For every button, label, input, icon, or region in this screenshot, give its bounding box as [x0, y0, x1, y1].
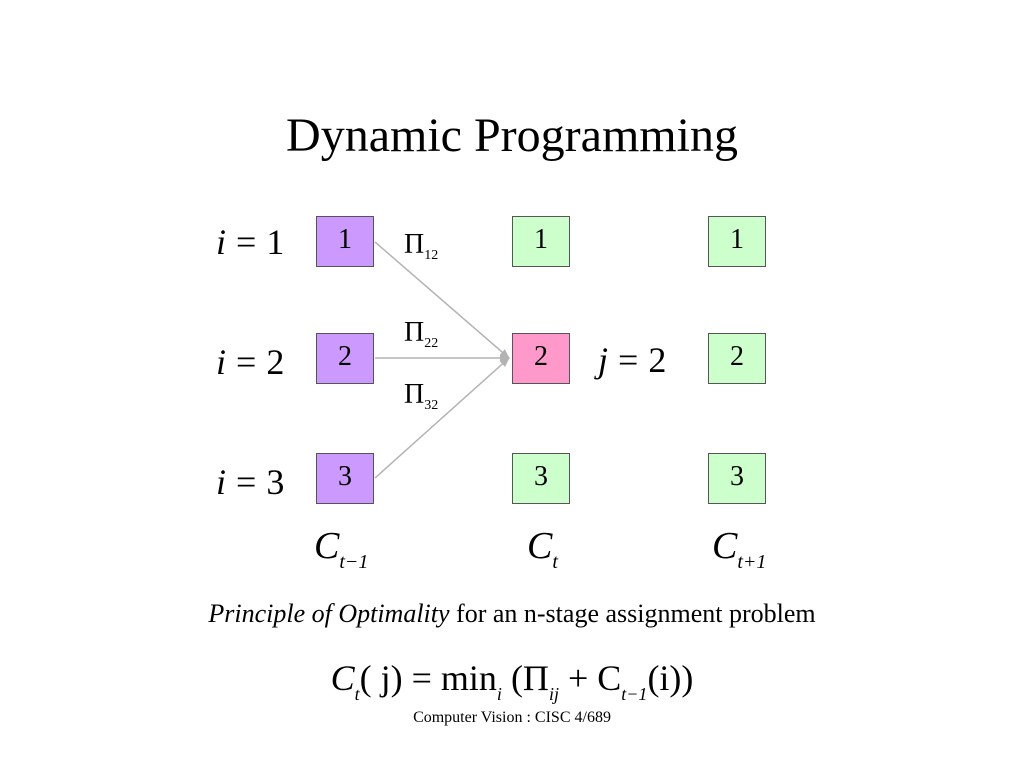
node-current-1: 1 — [512, 216, 570, 267]
transition-label-22: Π22 — [404, 318, 438, 359]
pi-subscript: 12 — [424, 248, 439, 263]
formula-c-sub: t−1 — [621, 684, 648, 704]
node-prev-2: 2 — [316, 333, 374, 384]
node-prev-1: 1 — [316, 216, 374, 267]
formula-plus: + C — [558, 658, 622, 698]
pi-subscript: 32 — [424, 398, 439, 413]
pi-symbol: Π — [404, 317, 425, 348]
stage-subscript: t+1 — [737, 551, 767, 573]
pi-symbol: Π — [404, 379, 425, 410]
stage-subscript: t — [552, 551, 558, 573]
row-var: i — [216, 342, 227, 382]
edge-3-to-2 — [374, 357, 510, 479]
pi-subscript: 22 — [424, 336, 439, 351]
edge-1-to-2 — [374, 241, 510, 359]
equals-sign: = — [236, 462, 257, 502]
node-prev-3: 3 — [316, 453, 374, 504]
formula-lhs-arg: ( j) = min — [359, 658, 497, 698]
subtitle-emphasis: Principle of Optimality — [208, 599, 450, 628]
row-label-1: i=1 — [216, 222, 284, 262]
row-var: i — [216, 222, 227, 262]
formula-open: (Π — [501, 658, 549, 698]
node-next-2: 2 — [708, 333, 766, 384]
stage-label-next: Ct+1 — [712, 526, 766, 582]
row-value: 3 — [266, 462, 285, 502]
formula-lhs-sub: t — [354, 684, 360, 704]
formula-min-sub: i — [496, 684, 502, 704]
stage-symbol: C — [314, 525, 340, 567]
stage-label-current: Ct — [527, 526, 558, 582]
subtitle-rest: for an n-stage assignment problem — [449, 599, 816, 628]
node-current-2-selected: 2 — [512, 333, 570, 384]
slide-title: Dynamic Programming — [286, 109, 738, 162]
j-var: j — [598, 340, 609, 380]
j-value: 2 — [648, 340, 667, 380]
row-var: i — [216, 462, 227, 502]
equals-sign: = — [236, 222, 257, 262]
recurrence-formula: Ct( j) = mini (Πij + Ct−1(i)) — [0, 656, 1024, 716]
equals-sign: = — [618, 340, 639, 380]
footer-text: Computer Vision : CISC 4/689 — [413, 709, 611, 726]
row-value: 2 — [266, 342, 285, 382]
stage-symbol: C — [712, 525, 738, 567]
node-current-3: 3 — [512, 453, 570, 504]
stage-symbol: C — [527, 525, 553, 567]
transition-label-12: Π12 — [404, 230, 438, 271]
row-label-2: i=2 — [216, 342, 284, 382]
formula-tail: (i)) — [647, 658, 694, 698]
formula-pi-sub: ij — [548, 684, 559, 704]
subtitle: Principle of Optimality for an n-stage a… — [0, 598, 1024, 630]
row-label-3: i=3 — [216, 462, 284, 502]
formula-lhs: C — [330, 658, 355, 698]
node-next-3: 3 — [708, 453, 766, 504]
equals-sign: = — [236, 342, 257, 382]
node-next-1: 1 — [708, 216, 766, 267]
stage-subscript: t−1 — [339, 551, 369, 573]
j-label: j=2 — [598, 340, 666, 380]
transition-label-32: Π32 — [404, 380, 438, 421]
row-value: 1 — [266, 222, 285, 262]
pi-symbol: Π — [404, 229, 425, 260]
stage-label-prev: Ct−1 — [314, 526, 368, 582]
